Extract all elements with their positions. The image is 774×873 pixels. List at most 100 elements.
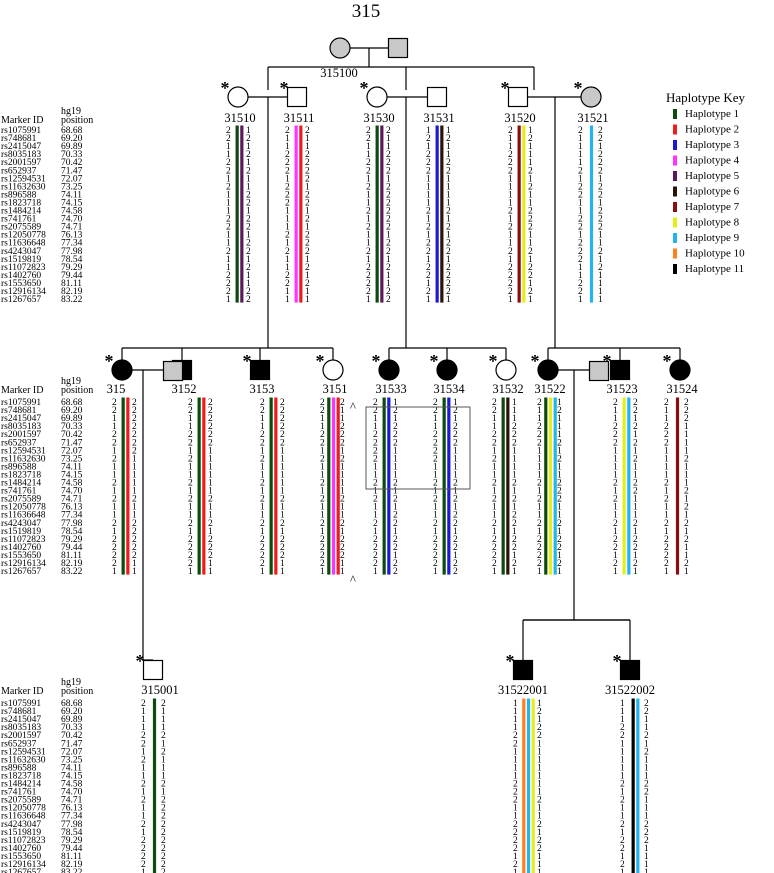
allele: 1 [132, 479, 137, 489]
allele: 1 [513, 868, 518, 873]
marker-id: rs12594531 [1, 446, 46, 456]
allele: 1 [386, 271, 391, 281]
allele: 2 [557, 559, 562, 569]
allele: 2 [684, 503, 689, 513]
allele: 1 [141, 771, 146, 781]
haplotype-bar [544, 397, 548, 575]
allele: 1 [537, 454, 542, 464]
allele: 1 [226, 255, 231, 265]
allele: 2 [578, 279, 583, 289]
allele: 1 [340, 503, 345, 513]
allele: 1 [260, 511, 265, 521]
allele: 1 [644, 763, 649, 773]
allele: 1 [373, 487, 378, 497]
haplotype-key-label: Haplotype 6 [685, 186, 740, 198]
allele: 1 [684, 462, 689, 472]
allele: 1 [208, 446, 213, 456]
allele: 1 [426, 198, 431, 208]
marker-id: rs4243047 [1, 519, 41, 529]
allele: 2 [664, 519, 669, 529]
allele: 2 [644, 788, 649, 798]
allele: 2 [280, 543, 285, 553]
marker-position: 70.33 [61, 723, 83, 733]
allele: 1 [280, 470, 285, 480]
haplotype-bar [202, 397, 206, 575]
allele: 2 [161, 852, 166, 862]
allele: 2 [132, 422, 137, 432]
allele: 2 [386, 247, 391, 257]
allele: 1 [557, 446, 562, 456]
allele: 1 [508, 142, 513, 152]
marker-id: rs1484214 [1, 479, 41, 489]
allele: 2 [446, 279, 451, 289]
allele: 1 [537, 715, 542, 725]
allele: 2 [453, 511, 458, 521]
allele: 2 [513, 796, 518, 806]
allele: 2 [453, 479, 458, 489]
allele: 2 [285, 190, 290, 200]
allele: 2 [280, 430, 285, 440]
allele: 2 [226, 223, 231, 233]
allele: 1 [141, 804, 146, 814]
allele: 2 [512, 430, 517, 440]
individual-id: 3153 [250, 382, 275, 396]
allele: 1 [433, 470, 438, 480]
allele: 2 [528, 263, 533, 273]
marker-id: rs11632630 [1, 755, 46, 765]
allele: 2 [161, 844, 166, 854]
allele: 2 [280, 414, 285, 424]
hg19-header: hg19 [61, 376, 81, 387]
allele: 2 [208, 422, 213, 432]
allele: 1 [557, 527, 562, 537]
marker-position: 74.71 [61, 796, 83, 806]
marker-position: 69.20 [61, 406, 83, 416]
allele: 2 [684, 406, 689, 416]
allele: 1 [512, 414, 517, 424]
allele: 1 [613, 551, 618, 561]
haplotype-bar [501, 397, 505, 575]
allele: 2 [393, 438, 398, 448]
ind-31533-symbol [378, 359, 400, 381]
allele: 1 [578, 142, 583, 152]
allele: 1 [578, 174, 583, 184]
allele: 1 [208, 462, 213, 472]
allele: 2 [537, 707, 542, 717]
allele: 1 [512, 567, 517, 577]
allele: 2 [426, 271, 431, 281]
allele: 2 [246, 134, 251, 144]
allele: 2 [508, 158, 513, 168]
allele: 2 [537, 731, 542, 741]
allele: 2 [320, 454, 325, 464]
allele: 1 [620, 868, 625, 873]
allele: 2 [528, 182, 533, 192]
allele: 2 [528, 271, 533, 281]
star-marker: * [105, 351, 114, 371]
allele: 1 [613, 487, 618, 497]
allele: 2 [305, 190, 310, 200]
allele: 1 [557, 470, 562, 480]
allele: 1 [613, 511, 618, 521]
allele: 1 [598, 271, 603, 281]
allele: 2 [366, 223, 371, 233]
allele: 2 [578, 255, 583, 265]
allele: 1 [537, 755, 542, 765]
haplotype-bar [336, 397, 340, 575]
marker-id: rs8035183 [1, 723, 41, 733]
allele: 2 [373, 430, 378, 440]
allele: 2 [528, 166, 533, 176]
allele: 1 [208, 527, 213, 537]
marker-position: 74.15 [61, 470, 83, 480]
allele: 2 [226, 134, 231, 144]
allele: 1 [340, 479, 345, 489]
allele: 1 [161, 788, 166, 798]
marker-position: 68.68 [61, 699, 83, 709]
allele: 2 [633, 535, 638, 545]
allele: 2 [246, 150, 251, 160]
allele: 2 [208, 535, 213, 545]
allele: 1 [528, 231, 533, 241]
allele: 1 [537, 860, 542, 870]
allele: 2 [141, 739, 146, 749]
allele: 1 [528, 239, 533, 249]
allele: 1 [598, 231, 603, 241]
allele: 2 [492, 398, 497, 408]
